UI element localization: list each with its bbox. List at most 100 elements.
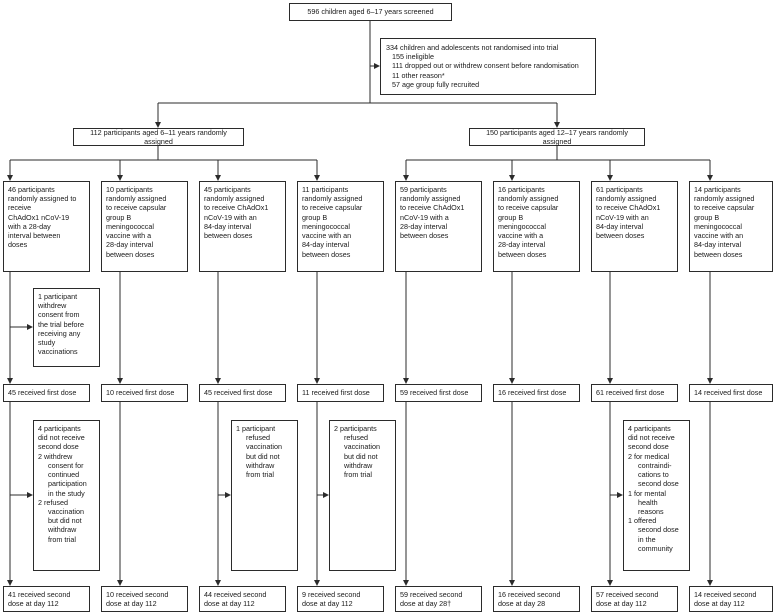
arm-8-second-dose-box: 14 received second dose at day 112 (689, 586, 773, 612)
arm-5-first-dose-text: 59 received first dose (400, 388, 469, 397)
arm-4-second-dose-arrowhead (314, 580, 320, 586)
arm-7-note-line: 1 for mental (628, 488, 666, 498)
arm-5-assigned-text: 59 participants randomly assigned to rec… (400, 185, 465, 241)
arm-1-second-dose-arrowhead (7, 580, 13, 586)
arm-6-first-dose-arrowhead (509, 378, 515, 384)
arm-7-second-dose-text: 57 received second dose at day 112 (596, 590, 659, 609)
arm-2-assigned-arrowhead (117, 175, 123, 181)
arm-4-first-dose-arrowhead (314, 378, 320, 384)
arm-2-assigned-text: 10 participants randomly assigned to rec… (106, 185, 167, 259)
arm-5-first-dose-arrowhead (403, 378, 409, 384)
arm-6-second-dose-box: 16 received second dose at day 28 (493, 586, 580, 612)
arm-1-note-line: 4 participants (38, 424, 81, 433)
arm-2-second-dose-box: 10 received second dose at day 112 (101, 586, 188, 612)
arm-1-note-line: 2 refused (38, 497, 68, 507)
arm-4-second-dose-box: 9 received second dose at day 112 (297, 586, 384, 612)
arm-3-note-arrowhead (225, 492, 231, 498)
arm-7-note-line: in the (638, 534, 656, 544)
arm-1-second-dose-note-box: 4 participants did not receive second do… (33, 420, 100, 571)
arm-7-first-dose-text: 61 received first dose (596, 388, 665, 397)
arm-6-assigned-arrowhead (509, 175, 515, 181)
arm-3-note-line: vaccination (246, 442, 282, 452)
arm-1-withdrawn-box: 1 participant withdrew consent from the … (33, 288, 100, 367)
arm-7-note-arrowhead (617, 492, 623, 498)
arm-7-note-line: contraindi- (638, 460, 672, 470)
arm-1-assigned-arrowhead (7, 175, 13, 181)
arm-1-note-line: did not receive (38, 433, 85, 443)
arm-6-assigned-text: 16 participants randomly assigned to rec… (498, 185, 559, 259)
arm-4-assigned-arrowhead (314, 175, 320, 181)
arm-3-note-line: withdraw (246, 460, 275, 470)
age-group-6-11-text: 112 participants aged 6–11 years randoml… (90, 127, 227, 146)
arm-2-first-dose-arrowhead (117, 378, 123, 384)
arm-7-note-line: 4 participants (628, 424, 671, 433)
screened-text: 596 children aged 6–17 years screened (307, 7, 434, 17)
arm-7-assigned-arrowhead (607, 175, 613, 181)
arm-3-second-dose-arrowhead (215, 580, 221, 586)
arm-8-first-dose-arrowhead (707, 378, 713, 384)
arm-1-first-dose-text: 45 received first dose (8, 388, 77, 397)
arm-3-assigned-arrowhead (215, 175, 221, 181)
arm-4-note-line: but did not (344, 451, 378, 461)
arm-7-second-dose-box: 57 received second dose at day 112 (591, 586, 678, 612)
arm-2-second-dose-text: 10 received second dose at day 112 (106, 590, 169, 609)
arm-1-note-line: in the study (48, 488, 85, 498)
excluded-ineligible: 155 ineligible (392, 52, 434, 62)
arm-7-second-dose-arrowhead (607, 580, 613, 586)
arm-7-note-line: reasons (638, 506, 664, 516)
arm-8-assigned-box: 14 participants randomly assigned to rec… (689, 181, 773, 272)
arm-1-note-line: withdraw (48, 525, 77, 535)
excluded-box: 334 children and adolescents not randomi… (380, 38, 596, 95)
arm-8-second-dose-text: 14 received second dose at day 112 (694, 590, 757, 609)
arm-7-note-line: second dose (628, 442, 669, 452)
arm-4-note-line: vaccination (344, 442, 380, 452)
excluded-other-reason: 11 other reason* (392, 70, 445, 80)
arm-7-note-line: 2 for medical (628, 451, 670, 461)
arm-7-note-line: cations to (638, 470, 669, 480)
arm-4-note-line: withdraw (344, 460, 373, 470)
excluded-total: 334 children and adolescents not randomi… (386, 43, 559, 52)
age-group-6-11-box: 112 participants aged 6–11 years randoml… (73, 128, 244, 146)
arm-2-assigned-box: 10 participants randomly assigned to rec… (101, 181, 188, 272)
arm-4-assigned-text: 11 participants randomly assigned to rec… (302, 185, 363, 259)
arm-4-note-line: 2 participants (334, 424, 377, 433)
arm-5-assigned-arrowhead (403, 175, 409, 181)
age-group-12-17-box: 150 participants aged 12–17 years random… (469, 128, 645, 146)
arm-7-assigned-box: 61 participants randomly assigned to rec… (591, 181, 678, 272)
excluded-dropped-out: 111 dropped out or withdrew consent befo… (392, 61, 579, 71)
arm-7-note-line: health (638, 497, 658, 507)
arm-3-first-dose-text: 45 received first dose (204, 388, 273, 397)
arm-6-first-dose-box: 16 received first dose (493, 384, 580, 402)
arm-6-second-dose-text: 16 received second dose at day 28 (498, 590, 561, 609)
arm-1-note-line: second dose (38, 442, 79, 452)
arm-5-second-dose-text: 59 received second dose at day 28† (400, 590, 463, 609)
arm-6-first-dose-text: 16 received first dose (498, 388, 567, 397)
arm-1-note-line: continued (48, 470, 80, 480)
arm-1-note-line: but did not (48, 516, 82, 526)
arm-7-first-dose-arrowhead (607, 378, 613, 384)
arm-1-second-dose-text: 41 received second dose at day 112 (8, 590, 71, 609)
arm-4-note-line: refused (344, 433, 368, 443)
arm-6-second-dose-arrowhead (509, 580, 515, 586)
arm-3-first-dose-box: 45 received first dose (199, 384, 286, 402)
arm-1-note-line: from trial (48, 534, 76, 544)
arm-8-second-dose-arrowhead (707, 580, 713, 586)
arm-7-first-dose-box: 61 received first dose (591, 384, 678, 402)
arm-2-second-dose-arrowhead (117, 580, 123, 586)
arm-4-note-line: from trial (344, 470, 372, 480)
arm-3-second-dose-note-box: 1 participant refused vaccination but di… (231, 420, 298, 571)
arm-3-second-dose-box: 44 received second dose at day 112 (199, 586, 286, 612)
excluded-group-full: 57 age group fully recruited (392, 79, 480, 89)
arm-5-second-dose-box: 59 received second dose at day 28† (395, 586, 482, 612)
age-12-17-arrowhead (554, 122, 560, 128)
arm-1-assigned-text: 46 participants randomly assigned to rec… (8, 185, 77, 250)
arm-7-note-line: second dose (638, 479, 679, 489)
arm-4-first-dose-text: 11 received first dose (302, 388, 370, 397)
arm-3-note-line: from trial (246, 470, 274, 480)
arm-1-note-line: 2 withdrew (38, 451, 73, 461)
arm-8-first-dose-box: 14 received first dose (689, 384, 773, 402)
arm-3-note-line: refused (246, 433, 270, 443)
arm-1-note-arrowhead (27, 492, 33, 498)
arm-1-withdrawn-text: 1 participant withdrew consent from the … (38, 292, 84, 357)
arm-3-first-dose-arrowhead (215, 378, 221, 384)
